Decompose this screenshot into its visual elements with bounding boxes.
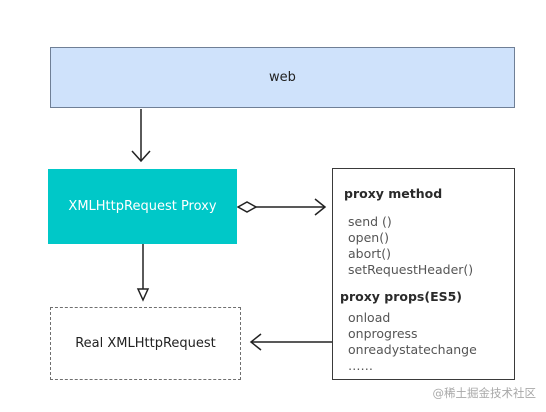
proxy-props-heading: proxy props(ES5) (340, 289, 463, 304)
web-node: web (50, 47, 515, 108)
prop-item: onload (348, 310, 391, 325)
prop-item: …… (348, 358, 373, 373)
method-item: send () (348, 214, 392, 229)
xhr-proxy-node-label: XMLHttpRequest Proxy (68, 199, 217, 214)
arrow-proxy-to-real (136, 244, 150, 302)
arrow-panel-to-real (249, 333, 332, 351)
prop-item: onprogress (348, 326, 418, 341)
arrow-proxy-to-panel (236, 198, 327, 216)
proxy-details-panel: proxy method send () open() abort() setR… (332, 168, 515, 380)
prop-item: onreadystatechange (348, 342, 477, 357)
method-item: abort() (348, 246, 392, 261)
arrow-web-to-proxy (131, 109, 151, 163)
real-xhr-node: Real XMLHttpRequest (50, 307, 241, 380)
watermark-text: @稀土掘金技术社区 (432, 386, 537, 400)
web-node-label: web (269, 70, 296, 85)
real-xhr-node-label: Real XMLHttpRequest (75, 336, 216, 351)
method-item: setRequestHeader() (348, 262, 474, 277)
proxy-method-heading: proxy method (344, 186, 443, 201)
xhr-proxy-node: XMLHttpRequest Proxy (48, 169, 237, 244)
method-item: open() (348, 230, 389, 245)
